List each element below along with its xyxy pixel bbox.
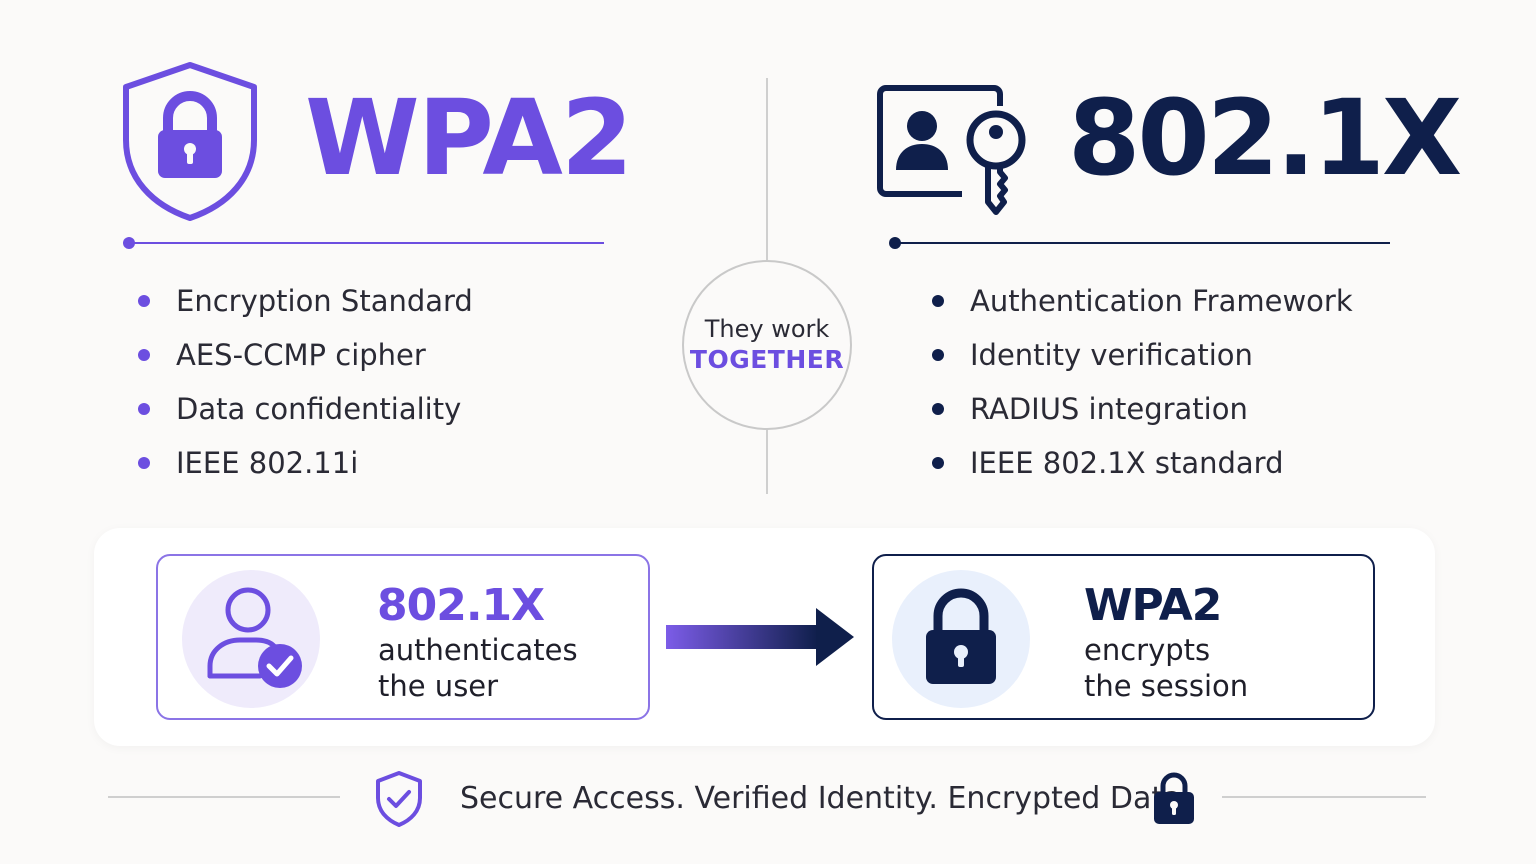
- small-padlock-icon: [1152, 770, 1196, 826]
- arrow-right-icon: [666, 606, 856, 668]
- footer-line-right: [1222, 796, 1426, 798]
- padlock-icon: [926, 588, 996, 684]
- 8021x-feature-item: IEEE 802.1X standard: [932, 445, 1432, 499]
- footer-line-left: [108, 796, 340, 798]
- together-line1: They work: [704, 315, 830, 343]
- encrypt-card-title: WPA2: [1084, 580, 1222, 631]
- wpa2-feature-item: IEEE 802.11i: [138, 445, 618, 499]
- 8021x-feature-item: Authentication Framework: [932, 283, 1432, 337]
- wpa2-title: WPA2: [305, 77, 633, 199]
- wpa2-feature-item: AES-CCMP cipher: [138, 337, 618, 391]
- authenticate-card-line1: authenticates: [378, 633, 578, 667]
- 8021x-feature-item: Identity verification: [932, 337, 1432, 391]
- user-check-icon: [207, 587, 302, 688]
- padlock-icon-bg: [892, 570, 1030, 708]
- together-line2: TOGETHER: [689, 345, 845, 374]
- 8021x-divider: [889, 237, 1390, 249]
- footer-tagline: Secure Access. Verified Identity. Encryp…: [460, 781, 1192, 816]
- authenticate-card-line2: the user: [378, 669, 499, 703]
- wpa2-divider: [123, 237, 604, 249]
- wpa2-shield-icon: [120, 60, 260, 222]
- 8021x-feature-item: RADIUS integration: [932, 391, 1432, 445]
- together-badge: They work TOGETHER: [682, 260, 852, 430]
- shield-check-icon: [374, 770, 424, 828]
- user-check-icon-bg: [182, 570, 320, 708]
- center-divider-top: [766, 78, 768, 260]
- encrypt-card-line1: encrypts: [1084, 633, 1211, 667]
- wpa2-feature-item: Encryption Standard: [138, 283, 618, 337]
- id-card-key-icon: [876, 84, 1028, 218]
- wpa2-feature-list: Encryption Standard AES-CCMP cipher Data…: [138, 283, 618, 499]
- 8021x-feature-list: Authentication Framework Identity verifi…: [932, 283, 1432, 499]
- wpa2-feature-item: Data confidentiality: [138, 391, 618, 445]
- authenticate-card-title: 802.1X: [377, 580, 545, 631]
- center-divider-bottom: [766, 428, 768, 494]
- 8021x-title: 802.1X: [1068, 77, 1462, 199]
- encrypt-card-line2: the session: [1084, 669, 1249, 703]
